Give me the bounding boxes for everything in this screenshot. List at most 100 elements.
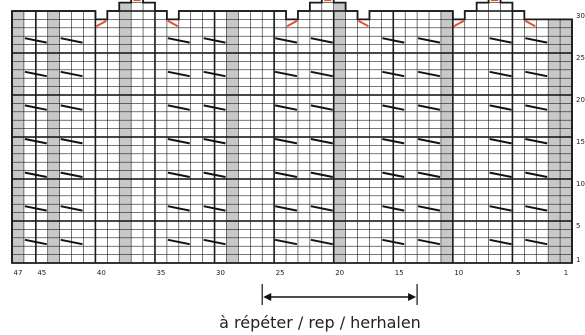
- row-number-label: 25: [576, 54, 585, 62]
- cable-cross-symbol: [310, 138, 333, 145]
- cable-cross-symbol: [525, 238, 548, 246]
- cable-cross-symbol: [489, 138, 512, 145]
- stitch-number-label: 5: [516, 269, 520, 277]
- cable-cross-symbol: [382, 205, 405, 212]
- cable-cross-symbol: [60, 138, 83, 145]
- stitch-number-label: 25: [276, 269, 285, 277]
- cable-cross-symbol: [417, 138, 441, 145]
- cable-cross-symbol: [417, 104, 441, 111]
- stitch-number-label: 1: [564, 269, 568, 277]
- shaping-marks: [95, 0, 536, 28]
- stitch-number-label: 15: [395, 269, 404, 277]
- arrowhead-right: [408, 293, 417, 301]
- cable-cross-symbol: [274, 37, 298, 44]
- cable-cross-symbol: [203, 37, 226, 44]
- chart-grid: [11, 0, 573, 264]
- cable-cross-symbol: [24, 205, 47, 212]
- cable-cross-symbol: [525, 70, 548, 78]
- cable-cross-symbol: [417, 171, 441, 178]
- cable-cross-symbol: [274, 104, 298, 111]
- cable-cross-symbol: [60, 70, 83, 78]
- cable-cross-symbol: [525, 104, 548, 111]
- cable-cross-symbol: [525, 171, 548, 178]
- cable-cross-symbol: [525, 138, 548, 145]
- row-number-label: 1: [576, 256, 580, 264]
- decrease-mark: [453, 20, 465, 28]
- cable-cross-symbol: [310, 104, 333, 111]
- stitch-number-label: 20: [335, 269, 344, 277]
- cable-cross-symbol: [24, 238, 47, 246]
- cable-cross-symbol: [167, 138, 190, 145]
- row-number-label: 20: [576, 96, 585, 104]
- cable-cross-symbol: [203, 138, 226, 145]
- cable-cross-symbol: [310, 238, 333, 246]
- cable-cross-symbol: [489, 104, 512, 111]
- shaded-column: [119, 2, 132, 263]
- arrowhead-left: [263, 293, 272, 301]
- repeat-caption: à répéter / rep / herhalen: [219, 313, 421, 332]
- shaded-column: [333, 2, 346, 263]
- cable-cross-symbol: [489, 238, 512, 246]
- cable-cross-symbol: [167, 37, 190, 44]
- cable-cross-symbol: [60, 37, 83, 44]
- cable-cross-symbol: [489, 171, 512, 178]
- stitch-number-label: 47: [13, 269, 22, 277]
- cable-cross-symbol: [489, 205, 512, 212]
- cable-cross-symbol: [167, 238, 190, 246]
- cable-cross-symbol: [310, 37, 333, 44]
- row-number-label: 10: [576, 180, 585, 188]
- cable-cross-symbol: [203, 171, 226, 178]
- decrease-mark: [167, 20, 179, 28]
- cable-cross-symbol: [203, 205, 226, 212]
- cable-cross-symbol: [24, 70, 47, 78]
- decrease-mark: [95, 20, 107, 28]
- cable-symbols: [24, 37, 548, 246]
- shaded-column: [560, 19, 572, 264]
- cable-cross-symbol: [24, 104, 47, 111]
- chart-outline: [11, 0, 573, 264]
- cable-cross-symbol: [60, 238, 83, 246]
- cable-cross-symbol: [60, 205, 83, 212]
- cable-cross-symbol: [203, 70, 226, 78]
- cable-cross-symbol: [382, 138, 405, 145]
- cable-cross-symbol: [382, 37, 405, 44]
- cable-cross-symbol: [382, 238, 405, 246]
- cable-cross-symbol: [24, 138, 47, 145]
- decrease-mark: [358, 20, 369, 28]
- row-number-label: 5: [576, 222, 580, 230]
- decrease-mark: [524, 20, 536, 28]
- repeat-indicator: [261, 284, 418, 305]
- stitch-number-label: 10: [454, 269, 463, 277]
- row-number-label: 30: [576, 12, 585, 20]
- cable-cross-symbol: [167, 205, 190, 212]
- cable-cross-symbol: [310, 171, 333, 178]
- cable-cross-symbol: [489, 70, 512, 78]
- cable-cross-symbol: [417, 37, 441, 44]
- cable-cross-symbol: [167, 70, 190, 78]
- cable-cross-symbol: [525, 205, 548, 212]
- stitch-number-label: 45: [37, 269, 46, 277]
- cable-cross-symbol: [417, 238, 441, 246]
- cable-cross-symbol: [489, 37, 512, 44]
- cable-cross-symbol: [274, 70, 298, 78]
- cable-cross-symbol: [310, 70, 333, 78]
- decrease-mark: [286, 20, 298, 28]
- cable-cross-symbol: [24, 171, 47, 178]
- cable-cross-symbol: [417, 205, 441, 212]
- cable-cross-symbol: [310, 205, 333, 212]
- row-number-label: 15: [576, 138, 585, 146]
- stitch-number-label: 35: [156, 269, 165, 277]
- cable-cross-symbol: [203, 104, 226, 111]
- cable-cross-symbol: [60, 171, 83, 178]
- cable-cross-symbol: [382, 70, 405, 78]
- shaded-column: [548, 19, 561, 264]
- stitch-number-label: 40: [97, 269, 106, 277]
- cable-cross-symbol: [274, 205, 298, 212]
- cable-cross-symbol: [167, 104, 190, 111]
- cable-cross-symbol: [60, 104, 83, 111]
- increase-mark: [133, 0, 142, 2]
- cable-cross-symbol: [382, 104, 405, 111]
